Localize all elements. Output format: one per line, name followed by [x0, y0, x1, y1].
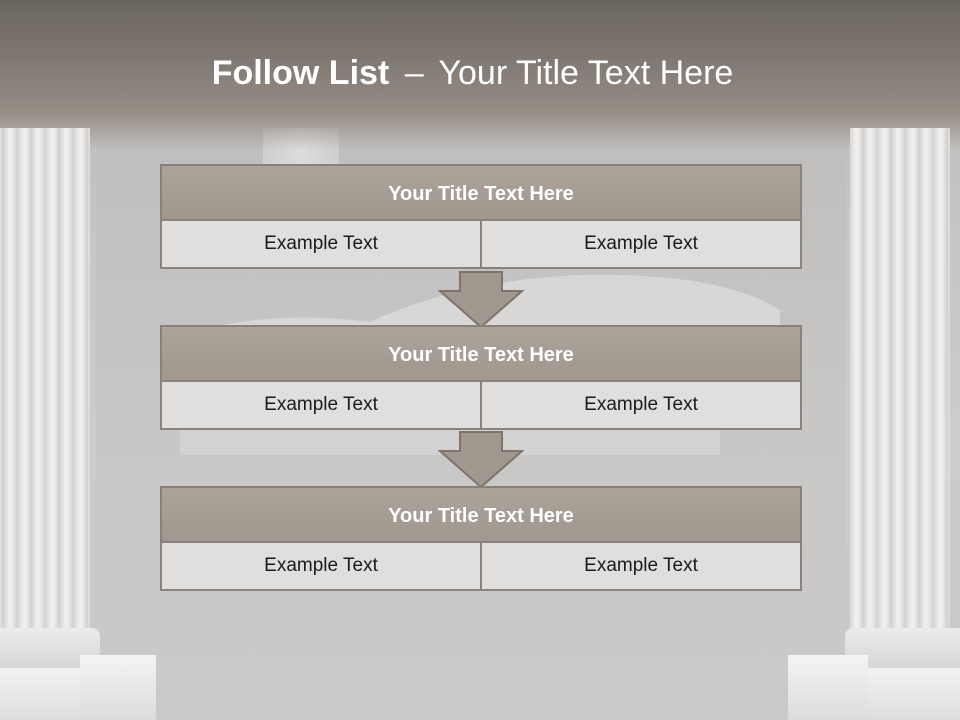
block-cell-right[interactable]: Example Text — [480, 541, 802, 591]
title-rest: Your Title Text Here — [438, 54, 734, 92]
slide-title[interactable]: Follow List – Your Title Text Here — [0, 54, 945, 93]
block-row: Example Text Example Text — [160, 541, 802, 591]
title-bold: Follow List — [211, 54, 390, 92]
flow-block-2[interactable]: Your Title Text Here Example Text Exampl… — [160, 325, 802, 430]
header-band — [0, 0, 960, 150]
right-plinth — [788, 655, 868, 720]
block-cell-left[interactable]: Example Text — [160, 219, 482, 269]
down-arrow-icon — [438, 271, 524, 329]
block-cell-right[interactable]: Example Text — [480, 380, 802, 430]
flow-block-1[interactable]: Your Title Text Here Example Text Exampl… — [160, 164, 802, 269]
left-plinth — [80, 655, 156, 720]
block-row: Example Text Example Text — [160, 380, 802, 430]
block-cell-left[interactable]: Example Text — [160, 541, 482, 591]
block-row: Example Text Example Text — [160, 219, 802, 269]
title-dash: – — [404, 54, 424, 92]
block-cell-left[interactable]: Example Text — [160, 380, 482, 430]
flow-block-3[interactable]: Your Title Text Here Example Text Exampl… — [160, 486, 802, 591]
block-cell-right[interactable]: Example Text — [480, 219, 802, 269]
block-title[interactable]: Your Title Text Here — [160, 164, 802, 221]
block-title[interactable]: Your Title Text Here — [160, 325, 802, 382]
block-title[interactable]: Your Title Text Here — [160, 486, 802, 543]
down-arrow-icon — [438, 431, 524, 489]
left-column — [0, 128, 110, 720]
right-column — [835, 128, 960, 720]
